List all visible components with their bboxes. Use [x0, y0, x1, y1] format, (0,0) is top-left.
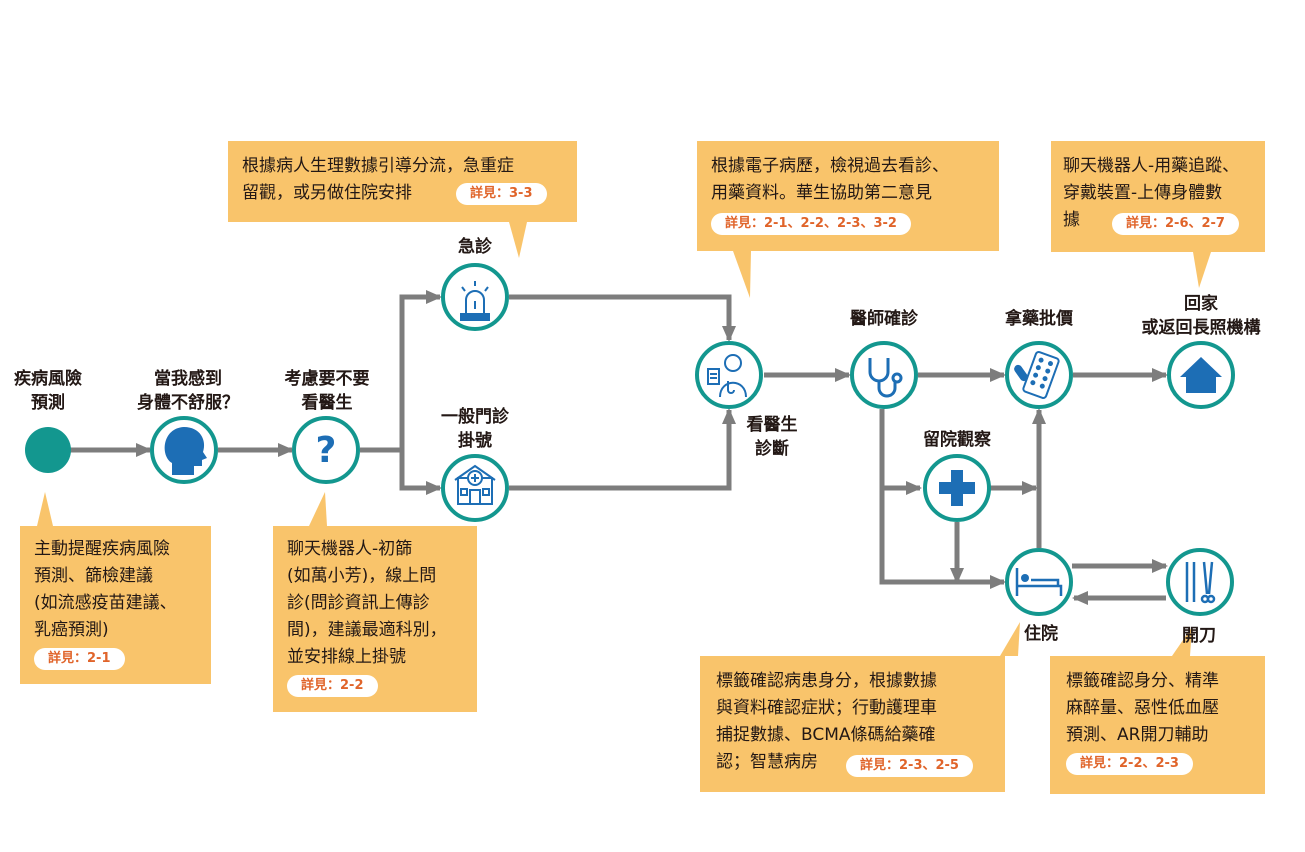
hospital-label: 住院: [1024, 624, 1058, 644]
note-surgery-ref: 詳見：2-2、2-3: [1066, 753, 1193, 775]
confirm-label: 醫師確診: [850, 309, 918, 329]
question-mark-icon: ?: [316, 430, 337, 471]
house-icon: [1180, 357, 1222, 393]
note-risk: 主動提醒疾病風險 預測、篩檢建議 (如流感疫苗建議、 乳癌預測) 詳見：2-1: [34, 536, 210, 671]
note-surgery: 標籤確認身分、精準 麻醉量、惡性低血壓 預測、AR開刀輔助 詳見：2-2、2-3: [1066, 668, 1262, 776]
note-ehr-ref: 詳見：2-1、2-2、2-3、3-2: [711, 213, 911, 235]
arrow-emergency-to-diagnosis: [509, 294, 736, 342]
diagnosis-node: [695, 341, 763, 409]
surgery-node: [1166, 548, 1234, 616]
arrow-confirm-to-observe: [879, 409, 922, 495]
note-inpatient: 標籤確認病患身分，根據數據 與資料確認症狀；行動護理車 捕捉數據、BCMA條碼給…: [716, 668, 1001, 777]
confirm-node: [850, 341, 918, 409]
observe-node: [923, 454, 991, 522]
emergency-label: 急診: [458, 237, 492, 257]
note-emergency-ref: 詳見：3-3: [456, 183, 547, 205]
note-ehr-text: 根據電子病歷，檢視過去看診、 用藥資料。華生協助第二意見: [711, 156, 949, 203]
note-chatbot-text: 聊天機器人-用藥追蹤、 穿戴裝置-上傳身體數 據: [1063, 156, 1240, 230]
outpatient-node: [441, 454, 509, 522]
consider-node: ?: [292, 416, 360, 484]
observe-label: 留院觀察: [923, 430, 991, 450]
medicine-label: 拿藥批價: [1005, 309, 1073, 329]
note-surgery-text: 標籤確認身分、精準 麻醉量、惡性低血壓 預測、AR開刀輔助: [1066, 671, 1219, 745]
note-consider-text: 聊天機器人-初篩 (如萬小芳)，線上問 診(問診資訊上傳診 間)，建議最適科別，…: [287, 539, 447, 667]
head-silhouette-icon: [164, 427, 207, 475]
arrow-outpatient-to-diagnosis: [509, 408, 736, 491]
consider-label: 考慮要不要看醫生: [284, 369, 370, 413]
risk-label: 疾病風險預測: [14, 369, 82, 413]
home-node: [1167, 341, 1235, 409]
surgery-label: 開刀: [1182, 626, 1216, 646]
hospital-node: [1005, 548, 1073, 616]
note-consider: 聊天機器人-初篩 (如萬小芳)，線上問 診(問診資訊上傳診 間)，建議最適科別，…: [287, 536, 473, 698]
diagnosis-label: 看醫生診斷: [746, 415, 798, 459]
risk-node-dot: [25, 427, 71, 473]
doctor-icon: [707, 354, 747, 398]
note-inpatient-ref: 詳見：2-3、2-5: [846, 755, 973, 777]
unwell-node: [150, 416, 218, 484]
note-emergency-text: 根據病人生理數據引導分流，急重症 留觀，或另做住院安排: [242, 156, 514, 203]
note-risk-text: 主動提醒疾病風險 預測、篩檢建議 (如流感疫苗建議、 乳癌預測): [34, 539, 177, 640]
pills-icon: [1014, 351, 1060, 399]
emergency-node: [441, 263, 509, 331]
note-consider-ref: 詳見：2-2: [287, 675, 378, 697]
hospital-bed-icon: [1015, 568, 1063, 596]
stethoscope-icon: [868, 358, 903, 398]
home-label: 回家或返回長照機構: [1141, 294, 1261, 338]
clinic-building-icon: [454, 464, 496, 505]
connectors: [70, 290, 1168, 605]
surgical-tools-icon: [1185, 561, 1216, 604]
note-box-emergency: [228, 141, 577, 258]
note-ehr: 根據電子病歷，檢視過去看診、 用藥資料。華生協助第二意見 詳見：2-1、2-2、…: [711, 153, 997, 236]
note-emergency: 根據病人生理數據引導分流，急重症 留觀，或另做住院安排 詳見：3-3: [242, 153, 576, 207]
note-risk-ref: 詳見：2-1: [34, 648, 125, 670]
medical-cross-icon: [939, 470, 975, 506]
note-inpatient-text: 標籤確認病患身分，根據數據 與資料確認症狀；行動護理車 捕捉數據、BCMA條碼給…: [716, 671, 937, 772]
siren-icon: [460, 281, 490, 321]
note-chatbot-ref: 詳見：2-6、2-7: [1112, 213, 1239, 235]
unwell-label: 當我感到身體不舒服？: [137, 369, 239, 413]
outpatient-label: 一般門診掛號: [441, 407, 509, 451]
arrow-consider-to-outpatient: [399, 450, 442, 495]
medicine-node: [1005, 341, 1073, 409]
arrow-consider-to-emergency: [360, 290, 442, 453]
note-chatbot: 聊天機器人-用藥追蹤、 穿戴裝置-上傳身體數 據 詳見：2-6、2-7: [1063, 153, 1263, 235]
